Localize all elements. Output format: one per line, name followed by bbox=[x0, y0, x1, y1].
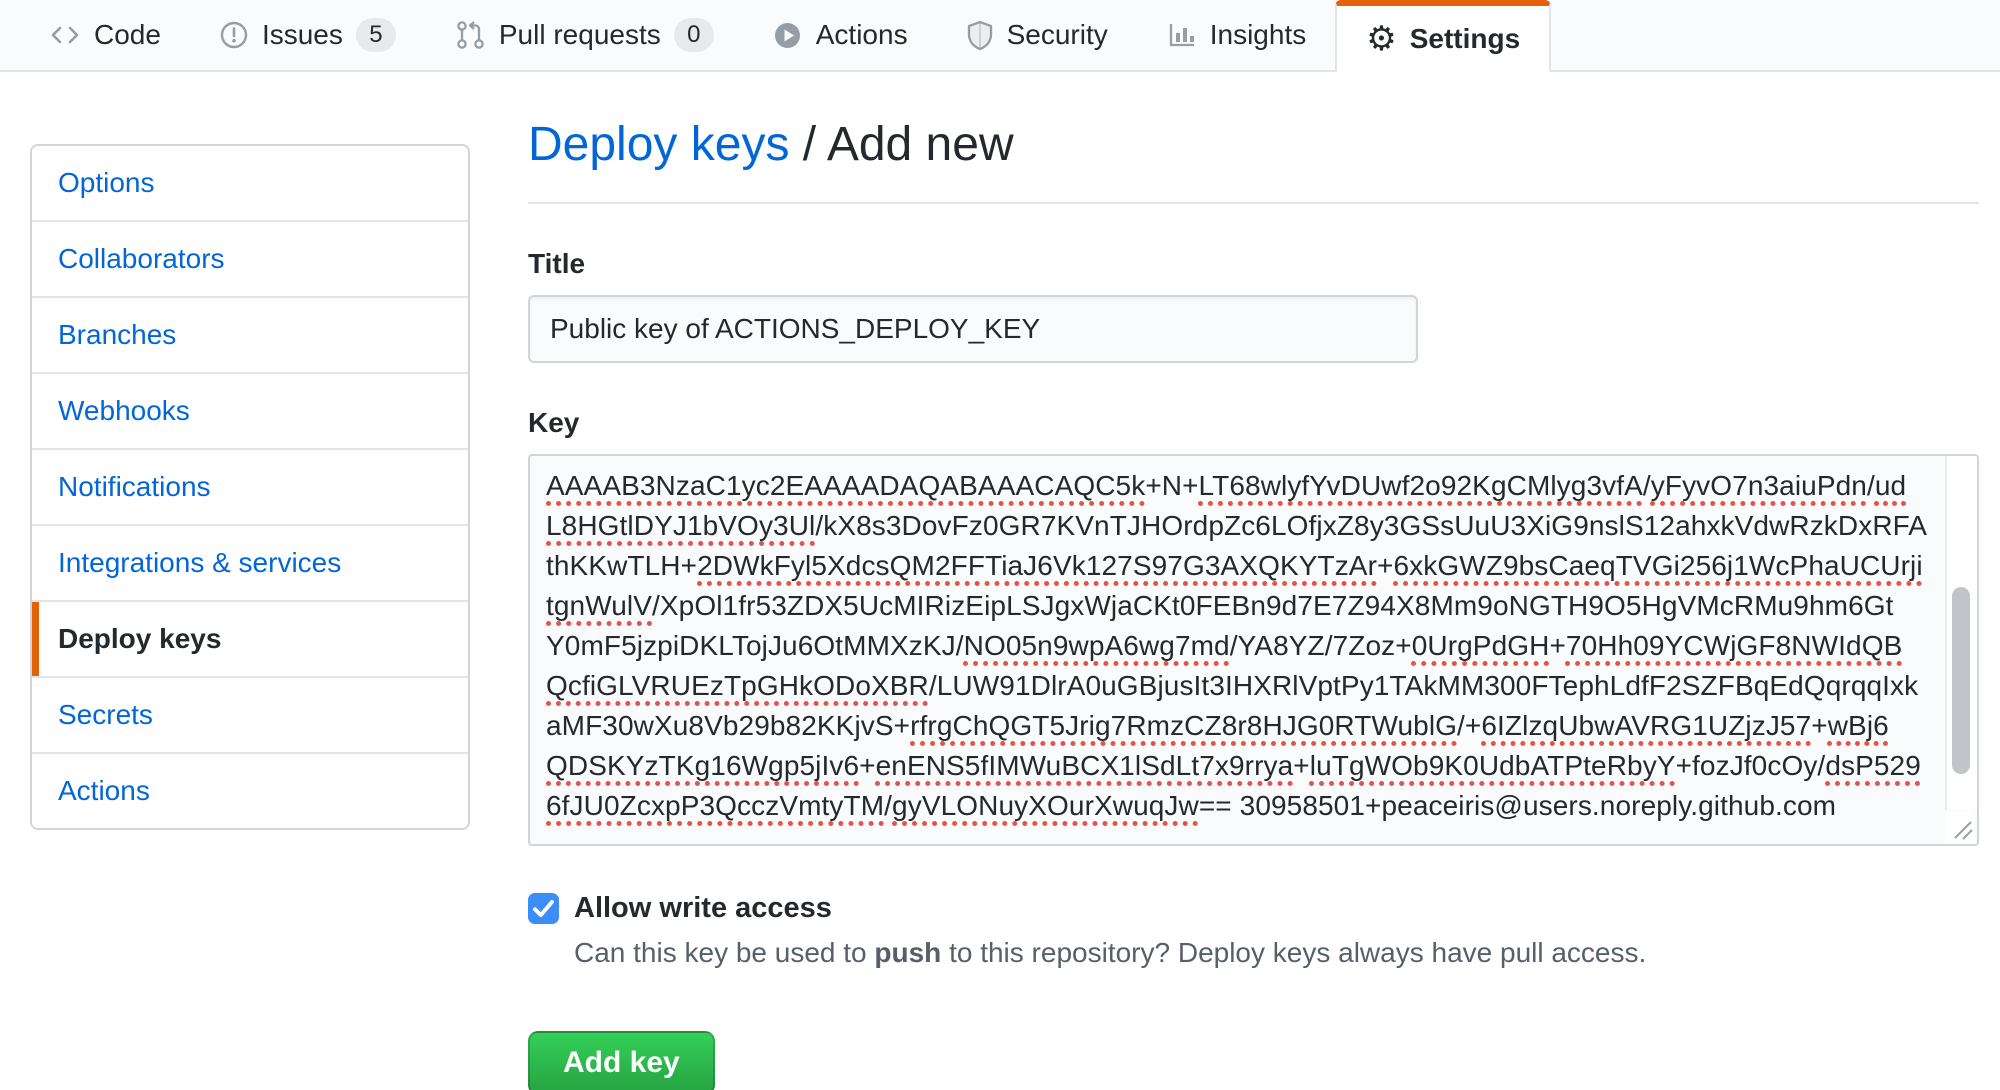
tab-label: Issues bbox=[261, 19, 343, 50]
heading-divider bbox=[528, 201, 1980, 204]
key-line: thKKwTLH+2DWkFyl5XdcsQM2FFTiaJ6Vk127S97G… bbox=[546, 549, 1923, 581]
key-line: 6fJU0ZcxpP3QcczVmtyTM/gyVLONuyXOurXwuqJw… bbox=[546, 789, 1837, 821]
title-label: Title bbox=[528, 247, 586, 279]
gear-icon: ⚙ bbox=[1366, 20, 1397, 58]
write-access-description: Can this key be used to push to this rep… bbox=[574, 936, 1647, 968]
graph-icon bbox=[1166, 20, 1197, 50]
sidebar-item-secrets[interactable]: Secrets bbox=[32, 676, 468, 752]
play-icon bbox=[772, 20, 803, 51]
sidebar-item-integrations-services[interactable]: Integrations & services bbox=[32, 524, 468, 600]
tab-label: Actions bbox=[815, 19, 908, 50]
key-text: AAAAB3NzaC1yc2EAAAADAQABAAACAQC5k+N+LT68… bbox=[530, 456, 1977, 826]
key-line: aMF30wXu8Vb29b82KKjvS+rfrgChQGT5Jrig7Rmz… bbox=[546, 709, 1889, 741]
sidebar-item-webhooks[interactable]: Webhooks bbox=[32, 372, 468, 448]
tab-issues[interactable]: Issues 5 bbox=[190, 0, 425, 70]
checkmark-icon bbox=[533, 899, 554, 917]
sidebar-item-actions[interactable]: Actions bbox=[32, 752, 468, 828]
shield-icon bbox=[966, 20, 994, 51]
key-line: tgnWulV/XpOl1fr53ZDX5UcMIRizEipLSJgxWjaC… bbox=[546, 589, 1894, 621]
scrollbar-thumb[interactable] bbox=[1952, 586, 1971, 775]
tab-pull-requests[interactable]: Pull requests 0 bbox=[425, 0, 743, 70]
key-line: QDSKYzTKg16Wgp5jIv6+enENS5fIMWuBCX1lSdLt… bbox=[546, 749, 1921, 781]
code-icon bbox=[49, 20, 81, 50]
tab-label: Settings bbox=[1409, 23, 1521, 54]
tab-actions[interactable]: Actions bbox=[743, 0, 937, 70]
counter-badge: 0 bbox=[673, 17, 714, 53]
main-content: Deploy keys / Add new Title Key AAAAB3Nz… bbox=[528, 118, 1980, 1090]
issue-opened-icon bbox=[219, 20, 249, 50]
tab-label: Code bbox=[94, 19, 161, 50]
key-label: Key bbox=[528, 406, 580, 438]
tab-code[interactable]: Code bbox=[20, 0, 190, 70]
git-pull-request-icon bbox=[454, 19, 486, 51]
sidebar-item-branches[interactable]: Branches bbox=[32, 296, 468, 372]
sidebar-item-notifications[interactable]: Notifications bbox=[32, 448, 468, 524]
title-input[interactable] bbox=[528, 294, 1418, 363]
repo-nav: Code Issues 5 Pull requests 0 Actions Security… bbox=[20, 0, 1552, 72]
counter-badge: 5 bbox=[355, 17, 396, 53]
resize-grip-icon[interactable] bbox=[1945, 811, 1976, 842]
tab-label: Insights bbox=[1209, 19, 1307, 50]
textarea-scrollbar[interactable] bbox=[1945, 455, 1978, 810]
tab-insights[interactable]: Insights bbox=[1137, 0, 1336, 70]
tab-label: Pull requests bbox=[498, 19, 661, 50]
sidebar-item-collaborators[interactable]: Collaborators bbox=[32, 220, 468, 296]
allow-write-label[interactable]: Allow write access bbox=[574, 891, 832, 924]
repo-tab-bar: Code Issues 5 Pull requests 0 Actions Security… bbox=[0, 0, 2000, 72]
breadcrumb-current: Add new bbox=[826, 118, 1014, 171]
page-title: Deploy keys / Add new bbox=[528, 118, 1979, 172]
title-field-group: Title bbox=[528, 248, 1979, 363]
tab-security[interactable]: Security bbox=[937, 0, 1137, 70]
sidebar-item-options[interactable]: Options bbox=[32, 146, 468, 220]
key-line: Y0mF5jzpiDKLTojJu6OtMMXzKJ/NO05n9wpA6wg7… bbox=[546, 629, 1903, 661]
key-line: QcfiGLVRUEzTpGHkODoXBR/LUW91DlrA0uGBjusI… bbox=[546, 669, 1919, 701]
allow-write-row: Allow write access bbox=[528, 892, 1979, 925]
allow-write-checkbox[interactable] bbox=[528, 892, 559, 924]
tab-settings[interactable]: ⚙ Settings bbox=[1335, 0, 1552, 72]
key-field-group: Key AAAAB3NzaC1yc2EAAAADAQABAAACAQC5k+N+… bbox=[528, 406, 1980, 846]
deploy-keys-breadcrumb-link[interactable]: Deploy keys bbox=[528, 118, 790, 171]
sidebar-item-deploy-keys[interactable]: Deploy keys bbox=[32, 600, 468, 676]
tab-label: Security bbox=[1006, 19, 1108, 50]
add-key-button[interactable]: Add key bbox=[528, 1030, 715, 1090]
key-line: L8HGtlDYJ1bVOy3Ul/kX8s3DovFz0GR7KVnTJHOr… bbox=[546, 509, 1928, 541]
key-textarea[interactable]: AAAAB3NzaC1yc2EAAAADAQABAAACAQC5k+N+LT68… bbox=[528, 453, 1980, 846]
breadcrumb-separator: / bbox=[789, 118, 827, 171]
key-line: AAAAB3NzaC1yc2EAAAADAQABAAACAQC5k+N+LT68… bbox=[546, 469, 1907, 501]
